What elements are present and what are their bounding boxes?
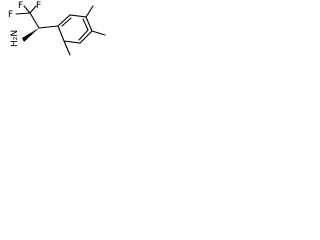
structure-diagram: F F F H₂N [0,0,114,79]
bond-c-f-top-left [23,5,31,14]
amine-label: H₂N [10,30,20,47]
fluorine-label-left: F [8,10,13,20]
methyl-bond-bottom [63,40,71,56]
molecule-svg: F F F H₂N [8,1,106,56]
methyl-bond-right [91,30,106,36]
ring-double-bond-3 [82,18,89,31]
ring-double-bond-2 [78,29,89,41]
methyl-bond-top [85,5,94,18]
bond-cf3-stereocenter [29,12,40,29]
fluorine-label-top-right: F [36,1,41,11]
bond-c-f-left [15,12,31,15]
bond-c-f-top-right [29,5,37,14]
stereo-wedge-bond [22,28,39,42]
ring-double-bond-1 [61,17,72,27]
benzene-ring [57,14,93,44]
fluorine-label-top-left: F [18,1,23,11]
bond-stereocenter-ring [38,25,59,29]
